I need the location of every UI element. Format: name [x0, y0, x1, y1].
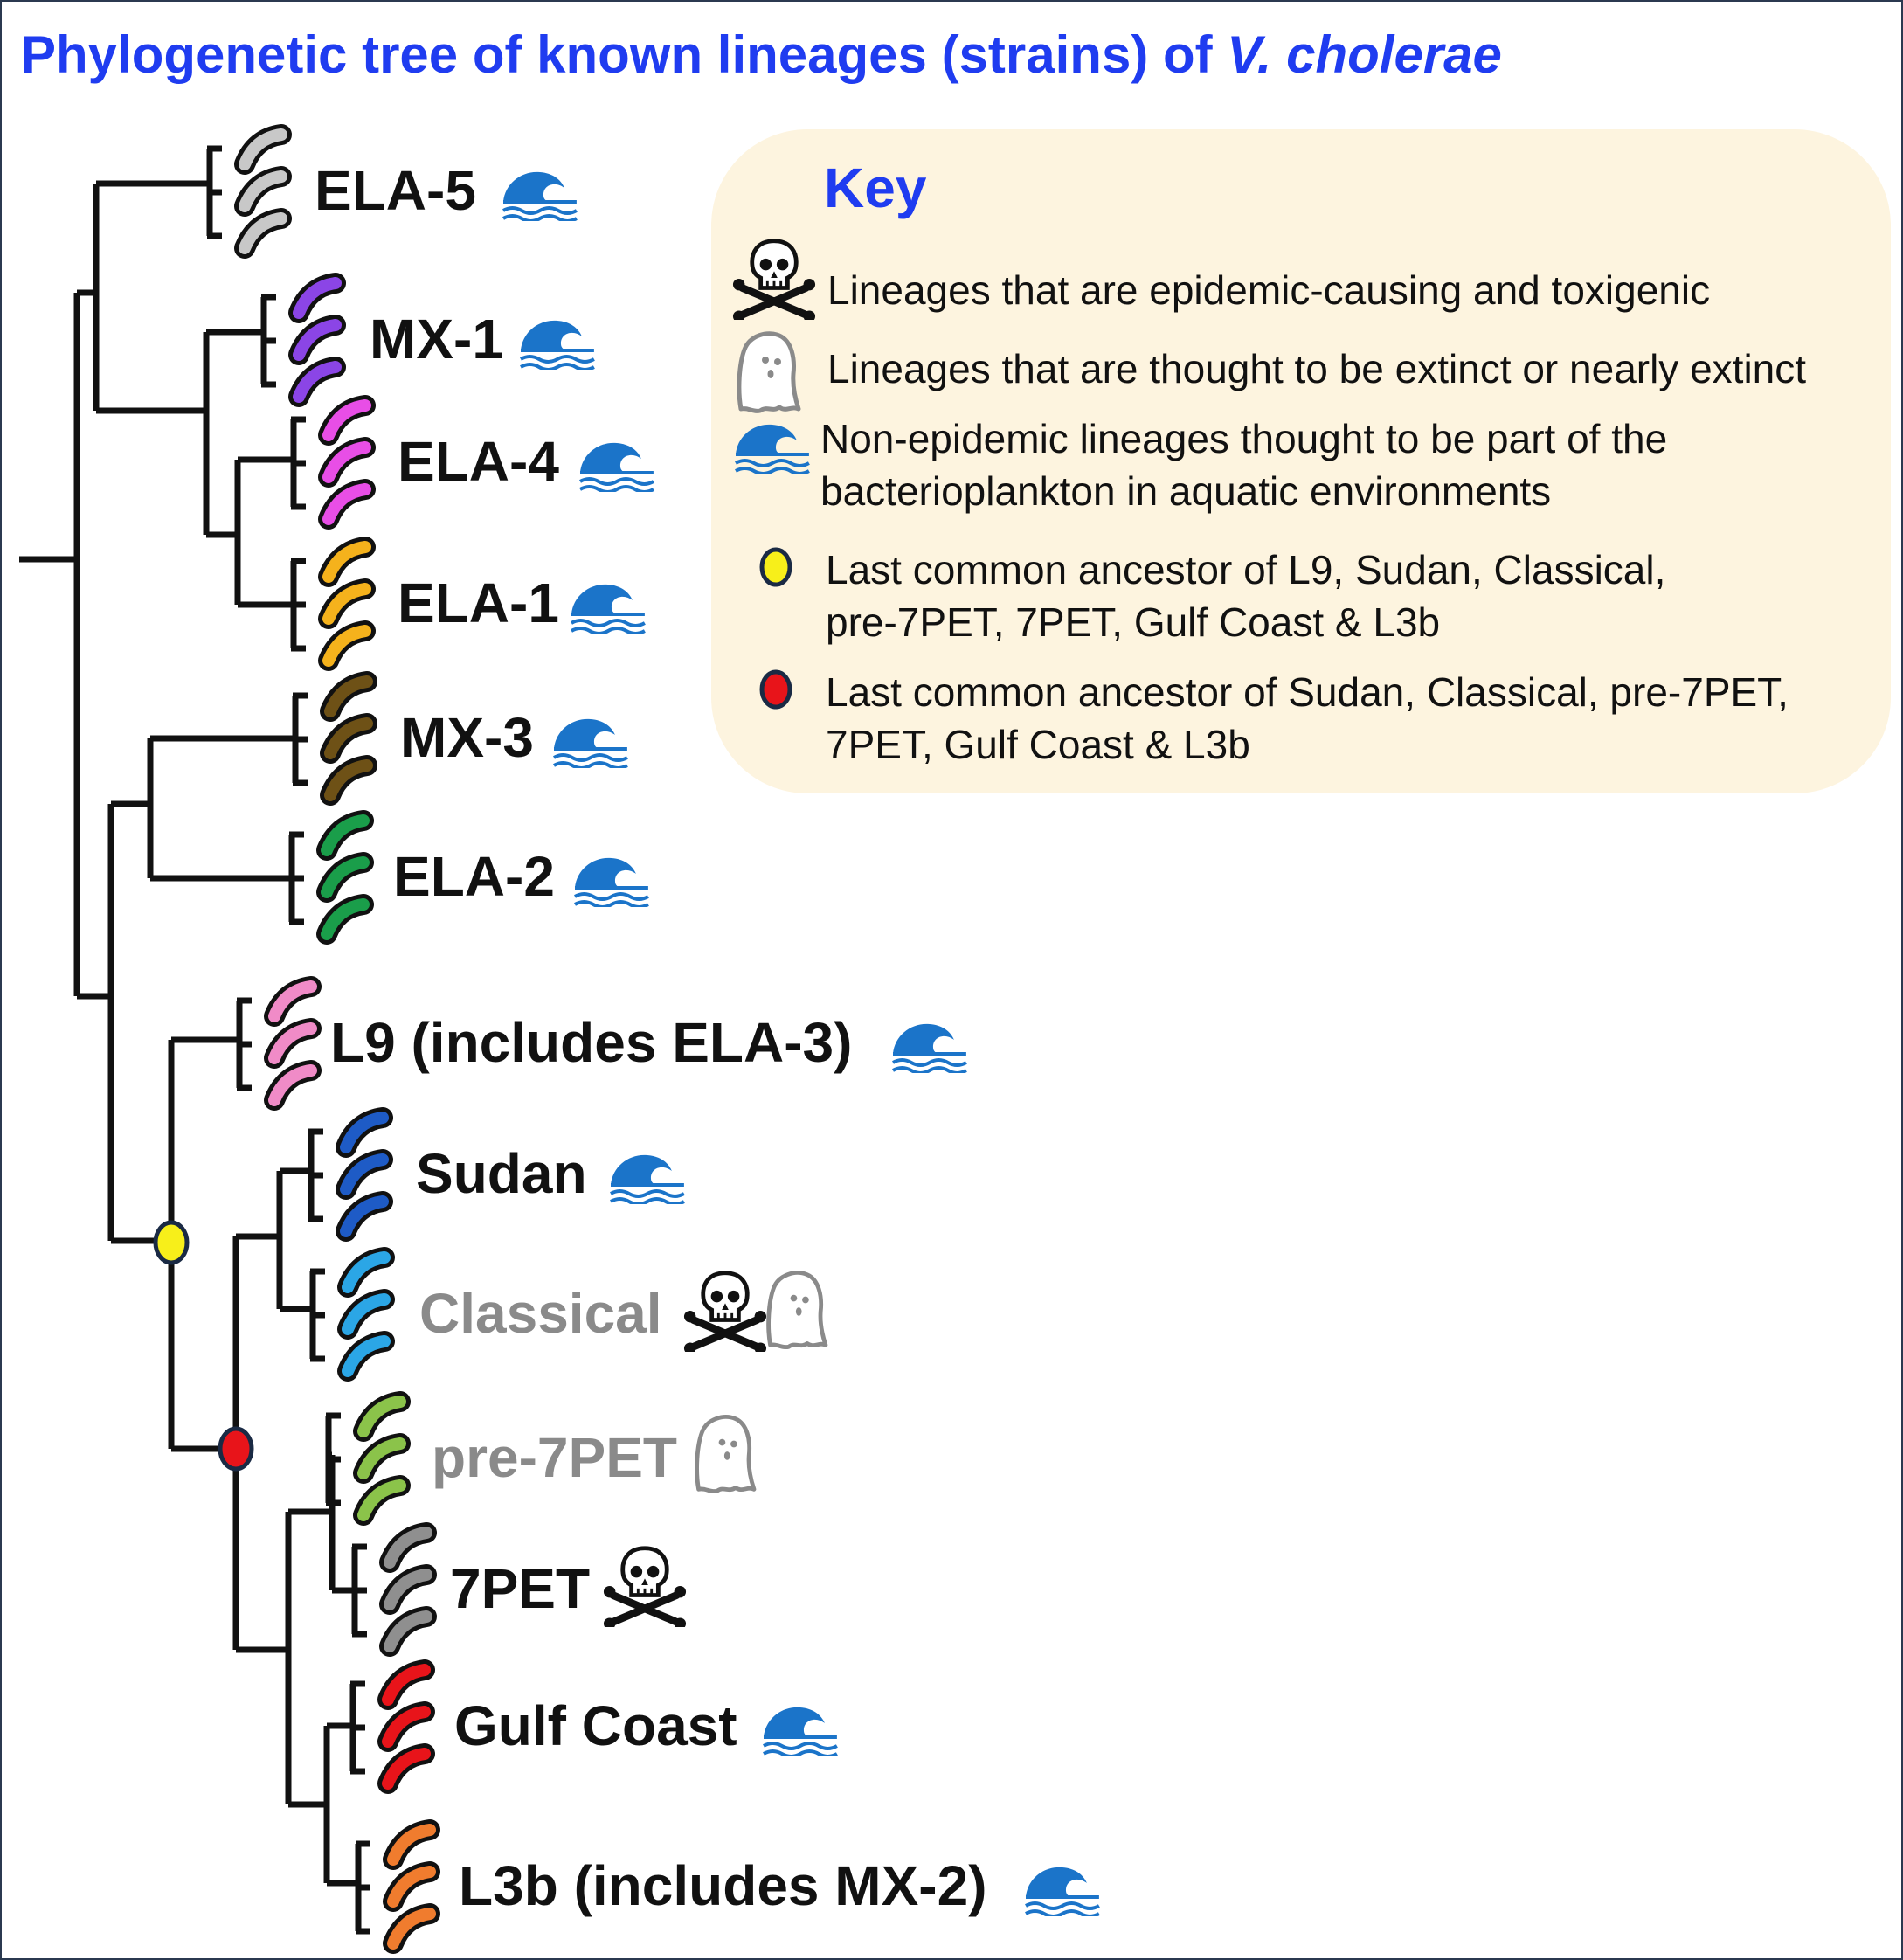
- lineage-icon-ela-5-0: [500, 167, 578, 225]
- ghost-icon: [737, 331, 801, 413]
- wave-icon: [574, 857, 649, 909]
- lineage-icon-gulf-coast-0: [760, 1702, 839, 1761]
- bacteria-cluster-mx-1: [288, 273, 346, 407]
- red-node-icon: [759, 669, 792, 710]
- lineage-icon-l9-includes-ela-3-0: [889, 1019, 968, 1077]
- bacteria-cluster-l3b-includes-mx-2: [383, 1819, 440, 1954]
- lineage-label-sudan: Sudan: [416, 1142, 587, 1205]
- wave-icon: [579, 442, 654, 494]
- key-item-line: Last common ancestor of Sudan, Classical…: [826, 669, 1789, 715]
- title-text: Phylogenetic tree of known lineages (str…: [21, 25, 1228, 84]
- tree-branches: [19, 145, 370, 1935]
- red-ancestor-node: [218, 1426, 254, 1472]
- bacteria-cluster-l9-includes-ela-3: [264, 976, 322, 1111]
- bacteria-cluster-ela-2: [316, 810, 374, 945]
- wave-icon: [763, 1707, 838, 1758]
- skull-crossbones-icon: [603, 1546, 687, 1630]
- lineage-icon-ela-4-0: [577, 438, 655, 496]
- key-item-line: Lineages that are epidemic-causing and t…: [827, 267, 1711, 313]
- bacteria-cluster-mx-3: [320, 671, 377, 806]
- ghost-icon: [766, 1271, 828, 1350]
- lineage-icon-ela-2-0: [571, 853, 650, 911]
- key-item-line: Non-epidemic lineages thought to be part…: [820, 416, 1668, 461]
- key-item-line: 7PET, Gulf Coast & L3b: [826, 722, 1250, 767]
- key-icon-yellow-node-icon: [758, 545, 793, 593]
- bacteria-cluster-ela-5: [234, 124, 292, 259]
- key-item-text: Lineages that are thought to be extinct …: [827, 343, 1806, 395]
- lineage-label-mx-3: MX-3: [400, 706, 534, 769]
- lineage-label-l9-includes-ela-3: L9 (includes ELA-3): [330, 1011, 853, 1074]
- key-icon-skull-crossbones-icon: [732, 236, 816, 324]
- figure-title: Phylogenetic tree of known lineages (str…: [21, 24, 1502, 85]
- key-item-line: Last common ancestor of L9, Sudan, Class…: [826, 547, 1666, 592]
- skull-crossbones-icon: [683, 1271, 767, 1354]
- yellow-ancestor-node: [153, 1220, 190, 1265]
- lineage-icon-pre-7pet-0: [690, 1412, 758, 1500]
- bacteria-clusters: [234, 124, 440, 1954]
- wave-icon: [610, 1154, 685, 1206]
- ghost-icon: [695, 1415, 757, 1494]
- key-icon-red-node-icon: [758, 668, 793, 716]
- lineage-label-gulf-coast: Gulf Coast: [454, 1694, 737, 1757]
- lineage-label-7pet: 7PET: [450, 1557, 591, 1620]
- lineage-label-pre-7pet: pre-7PET: [432, 1426, 677, 1489]
- wave-icon: [502, 171, 578, 223]
- lineage-icon-mx-1-0: [517, 315, 596, 374]
- key-item-line: Lineages that are thought to be extinct …: [827, 346, 1807, 391]
- bacteria-cluster-gulf-coast: [377, 1659, 435, 1794]
- bacteria-cluster-ela-1: [318, 537, 376, 671]
- key-panel: [711, 129, 1891, 793]
- lineage-label-ela-2: ELA-2: [393, 845, 555, 908]
- lineage-label-ela-4: ELA-4: [398, 430, 559, 493]
- wave-icon: [892, 1023, 967, 1075]
- bacteria-cluster-7pet: [379, 1522, 437, 1657]
- lineage-icon-7pet-0: [603, 1543, 687, 1631]
- lineage-icon-ela-1-0: [568, 579, 647, 638]
- lineage-icon-classical-1: [762, 1268, 829, 1356]
- bacteria-cluster-pre-7pet: [353, 1391, 411, 1526]
- lineage-icon-mx-3-0: [550, 714, 629, 772]
- lineage-icon-l3b-includes-mx-2-0: [1022, 1862, 1101, 1921]
- lineage-label-mx-1: MX-1: [370, 308, 503, 371]
- lineage-label-classical: Classical: [419, 1282, 662, 1345]
- bacteria-cluster-sudan: [336, 1107, 393, 1242]
- ancestor-nodes: [153, 1220, 254, 1472]
- skull-crossbones-icon: [732, 239, 816, 322]
- lineage-label-l3b-includes-mx-2: L3b (includes MX-2): [459, 1854, 987, 1917]
- wave-icon: [571, 584, 646, 635]
- lineage-label-ela-5: ELA-5: [315, 159, 476, 222]
- wave-icon: [1025, 1867, 1100, 1918]
- key-item-line: pre-7PET, 7PET, Gulf Coast & L3b: [826, 599, 1441, 645]
- lineage-icon-classical-0: [683, 1268, 767, 1356]
- key-title: Key: [824, 156, 927, 219]
- key-item-text: Last common ancestor of L9, Sudan, Class…: [826, 544, 1665, 648]
- wave-icon: [553, 718, 628, 770]
- lineage-label-ela-1: ELA-1: [398, 571, 559, 634]
- key-icon-ghost-icon: [732, 329, 802, 420]
- wave-icon: [520, 320, 595, 371]
- key-item-text: Non-epidemic lineages thought to be part…: [820, 412, 1667, 517]
- key-item-line: bacterioplankton in aquatic environments: [820, 468, 1552, 514]
- bacteria-cluster-ela-4: [318, 395, 376, 530]
- title-species: V. cholerae: [1227, 25, 1502, 84]
- bacteria-cluster-classical: [337, 1247, 395, 1382]
- lineage-icon-sudan-0: [607, 1150, 686, 1209]
- key-item-text: Last common ancestor of Sudan, Classical…: [826, 666, 1789, 771]
- wave-icon: [735, 424, 810, 475]
- key-item-text: Lineages that are epidemic-causing and t…: [827, 264, 1710, 316]
- yellow-node-icon: [759, 547, 792, 587]
- key-icon-wave-icon: [732, 419, 811, 478]
